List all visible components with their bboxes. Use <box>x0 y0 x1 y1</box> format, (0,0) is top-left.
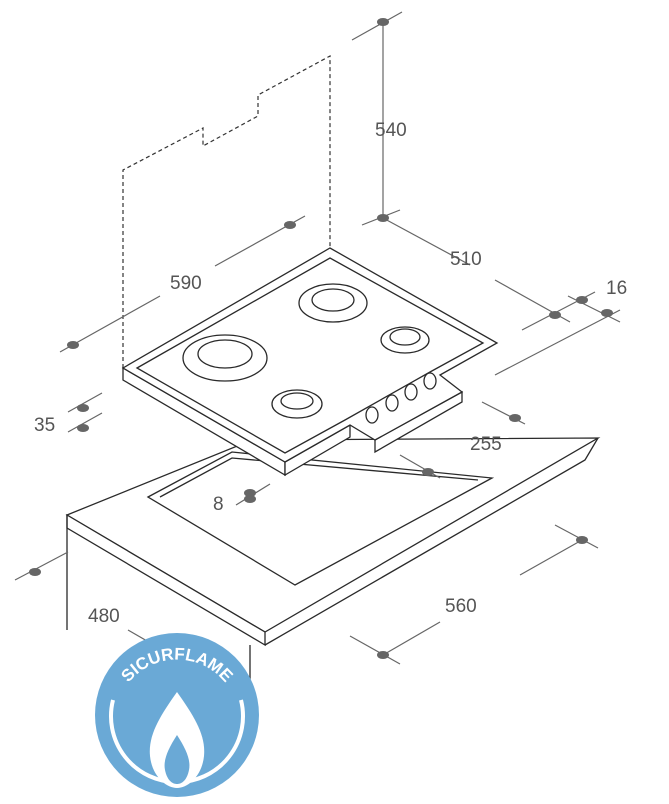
sicurflame-logo: SICURFLAME <box>95 633 259 797</box>
dim-label-35: 35 <box>34 415 55 436</box>
hob-top <box>121 247 499 463</box>
burner-front <box>271 389 323 419</box>
wall-cabinet-outline <box>122 54 331 368</box>
dimension-lines <box>14 11 621 665</box>
dim-label-590: 590 <box>170 273 202 294</box>
dim-label-560: 560 <box>445 596 477 617</box>
countertop-cutout <box>146 451 495 586</box>
dim-label-540: 540 <box>375 120 407 141</box>
dim-label-8: 8 <box>213 494 224 515</box>
burner-large <box>182 334 268 382</box>
control-knobs <box>365 372 437 424</box>
dim-label-510: 510 <box>450 249 482 270</box>
dim-label-16: 16 <box>606 278 627 299</box>
burner-right <box>380 326 430 354</box>
dim-label-255: 255 <box>470 434 502 455</box>
dim-label-480: 480 <box>88 606 120 627</box>
countertop <box>65 437 601 700</box>
burner-rear <box>298 283 368 323</box>
gas-hob <box>121 247 499 477</box>
